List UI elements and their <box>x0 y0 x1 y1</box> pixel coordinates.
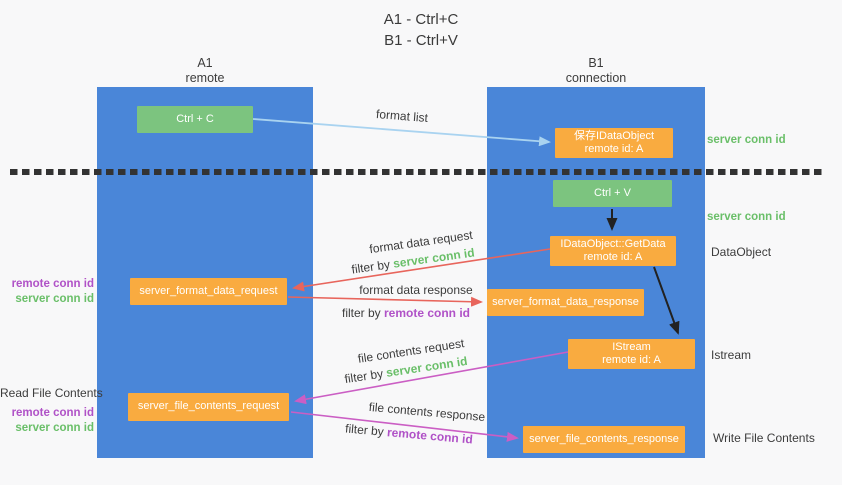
format-data-response-filter-label: filter by remote conn id <box>342 306 470 320</box>
server-conn-id-annotation-mid: server conn id <box>707 211 786 223</box>
arrow-file-contents-request <box>294 351 569 405</box>
conn-id-annotation-group-1: remote conn id server conn id <box>0 277 94 307</box>
server-conn-id-annotation-1: server conn id <box>15 293 94 305</box>
lifeline-b1-name: B1 <box>588 56 604 70</box>
ctrl-c-label: Ctrl + C <box>176 112 214 125</box>
server-file-contents-request-box: server_file_contents_request <box>128 393 289 421</box>
ctrl-v-label: Ctrl + V <box>594 186 631 199</box>
lifeline-a1-role: remote <box>185 70 225 85</box>
remote-conn-id-annotation-2: remote conn id <box>11 407 94 419</box>
dataobject-annotation: DataObject <box>711 245 772 259</box>
server-format-data-response-box: server_format_data_response <box>487 289 644 316</box>
diagram-title: A1 - Ctrl+C B1 - Ctrl+V <box>0 9 842 51</box>
ctrl-v-box: Ctrl + V <box>553 180 672 207</box>
lifeline-header-b1: B1 connection <box>536 56 656 85</box>
istream-box: IStream remote id: A <box>568 339 695 369</box>
arrow-file-contents-response <box>290 411 519 442</box>
remote-conn-id-text: remote conn id <box>384 306 471 320</box>
server-file-contents-response-label: server_file_contents_response <box>529 432 679 445</box>
istream-line2: remote id: A <box>602 354 661 366</box>
server-format-data-request-box: server_format_data_request <box>130 278 287 305</box>
arrow-format-data-request <box>292 248 551 292</box>
server-file-contents-request-label: server_file_contents_request <box>137 400 280 413</box>
server-format-data-request-label: server_format_data_request <box>139 284 278 297</box>
conn-id-annotation-group-2: remote conn id server conn id <box>0 406 94 436</box>
format-data-response-label: format data response <box>359 283 473 297</box>
arrow-format-data-response <box>287 296 483 307</box>
remote-conn-id-annotation-1: remote conn id <box>11 278 94 290</box>
save-idataobject-box: 保存IDataObject remote id: A <box>555 128 673 158</box>
write-file-contents-annotation: Write File Contents <box>713 431 815 445</box>
istream-line1: IStream <box>612 340 651 353</box>
save-idataobject-line2: remote id: A <box>584 143 644 155</box>
server-file-contents-response-box: server_file_contents_response <box>523 426 685 453</box>
lifeline-header-a1: A1 remote <box>145 56 265 85</box>
istream-annotation: Istream <box>711 348 752 362</box>
server-format-data-response-label: server_format_data_response <box>492 295 639 308</box>
lifeline-a1-name: A1 <box>197 56 213 70</box>
lifeline-b1-role: connection <box>565 70 627 85</box>
filter-by-text: filter by <box>341 306 384 320</box>
server-conn-id-annotation-2: server conn id <box>15 422 94 434</box>
title-line-2: B1 - Ctrl+V <box>384 32 458 49</box>
getdata-line2: remote id: A <box>583 251 643 263</box>
read-file-contents-annotation: Read File Contents <box>0 386 103 400</box>
getdata-box: IDataObject::GetData remote id: A <box>550 236 676 266</box>
server-conn-id-annotation-top: server conn id <box>707 134 786 146</box>
getdata-line1: IDataObject::GetData <box>560 237 666 250</box>
arrow-getdata-to-istream <box>653 266 680 335</box>
save-idataobject-line1: 保存IDataObject <box>573 129 655 142</box>
ctrl-c-box: Ctrl + C <box>137 106 253 133</box>
title-line-1: A1 - Ctrl+C <box>383 11 459 28</box>
arrow-format-list <box>252 118 551 147</box>
